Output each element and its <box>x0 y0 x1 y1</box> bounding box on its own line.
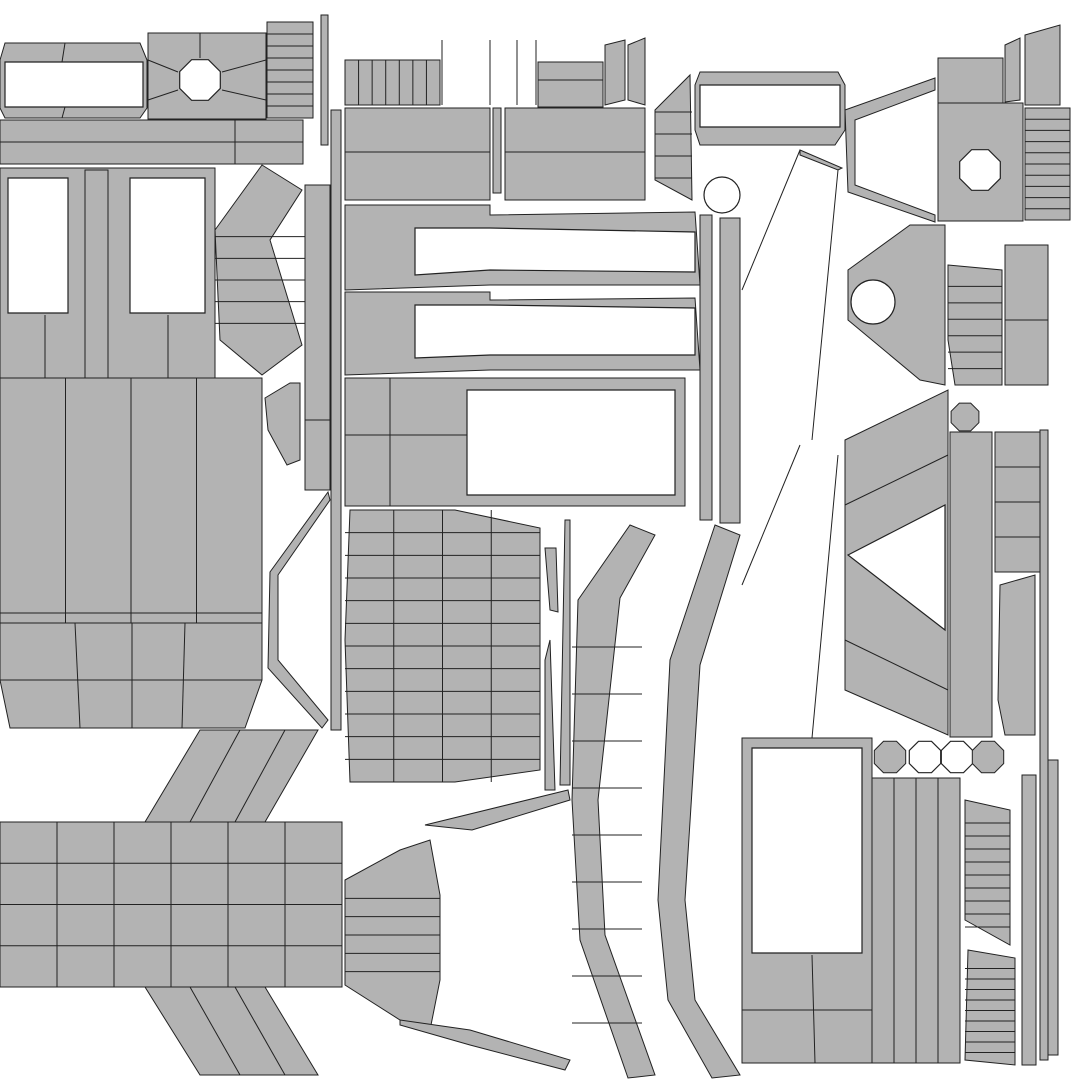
uv-seam <box>147 89 179 101</box>
uv-island <box>344 59 441 106</box>
uv-seam <box>61 42 66 63</box>
uv-island <box>699 214 713 521</box>
uv-island <box>267 490 331 729</box>
uv-island <box>424 789 571 831</box>
uv-island <box>719 217 741 524</box>
uv-island <box>703 176 741 214</box>
uv-island <box>997 574 1036 736</box>
uv-island <box>4 61 144 108</box>
uv-island <box>1004 244 1049 386</box>
uv-island <box>937 57 1004 104</box>
uv-island <box>654 73 693 201</box>
uv-seam <box>811 454 839 739</box>
uv-island <box>414 227 696 276</box>
uv-island <box>908 740 942 774</box>
uv-island <box>850 279 896 325</box>
uv-island <box>179 59 221 101</box>
uv-island <box>699 84 841 128</box>
uv-seam <box>811 954 816 1064</box>
uv-island <box>950 402 980 432</box>
uv-island <box>940 740 974 774</box>
uv-island <box>144 729 319 823</box>
uv-seam <box>234 729 286 823</box>
uv-island <box>604 39 626 106</box>
uv-island <box>844 77 936 223</box>
uv-islands <box>0 14 1071 1079</box>
uv-island <box>304 184 331 491</box>
uv-island <box>1039 429 1049 1061</box>
uv-island <box>559 519 571 786</box>
uv-island <box>264 382 301 466</box>
uv-island <box>949 431 993 738</box>
uv-seam <box>811 169 839 441</box>
uv-island <box>492 107 502 194</box>
uv-island <box>544 639 556 791</box>
uv-seam <box>741 444 801 586</box>
uv-island <box>846 504 946 632</box>
uv-island <box>873 740 907 774</box>
uv-island <box>964 799 1011 946</box>
uv-island <box>504 107 646 201</box>
uv-seam <box>741 149 801 291</box>
uv-island <box>571 524 656 1079</box>
uv-island <box>344 107 491 201</box>
uv-island <box>1024 24 1061 106</box>
uv-seam <box>61 106 66 119</box>
uv-island <box>799 149 844 171</box>
uv-island <box>1021 774 1037 1066</box>
uv-seam <box>844 454 949 506</box>
uv-island <box>144 986 319 1076</box>
uv-seam <box>189 986 241 1076</box>
uv-island <box>214 164 303 376</box>
uv-island <box>959 149 1001 191</box>
uv-seam <box>74 622 81 729</box>
uv-island <box>399 1019 571 1071</box>
uv-seam <box>189 729 241 823</box>
uv-island <box>947 264 1003 386</box>
uv-seam <box>844 639 949 691</box>
uv-island <box>544 547 559 613</box>
uv-island <box>0 622 263 729</box>
uv-island <box>847 224 946 386</box>
uv-island <box>330 109 342 731</box>
uv-island <box>657 524 741 1079</box>
uv-island <box>1047 759 1059 1056</box>
uv-island <box>751 747 863 954</box>
uv-seam <box>147 59 179 73</box>
uv-island <box>414 304 696 359</box>
uv-island <box>1004 37 1021 103</box>
uv-seam <box>221 89 267 101</box>
uv-seam <box>181 622 186 729</box>
uv-island <box>84 169 109 379</box>
uv-island <box>320 14 329 146</box>
uv-island <box>964 949 1016 1066</box>
uv-island <box>537 61 604 108</box>
uv-island <box>129 177 206 314</box>
uv-island <box>627 37 646 106</box>
uv-island <box>466 389 676 496</box>
uv-island <box>7 177 69 314</box>
uv-seam <box>234 986 286 1076</box>
uv-island <box>971 740 1005 774</box>
uv-seam <box>221 59 267 73</box>
